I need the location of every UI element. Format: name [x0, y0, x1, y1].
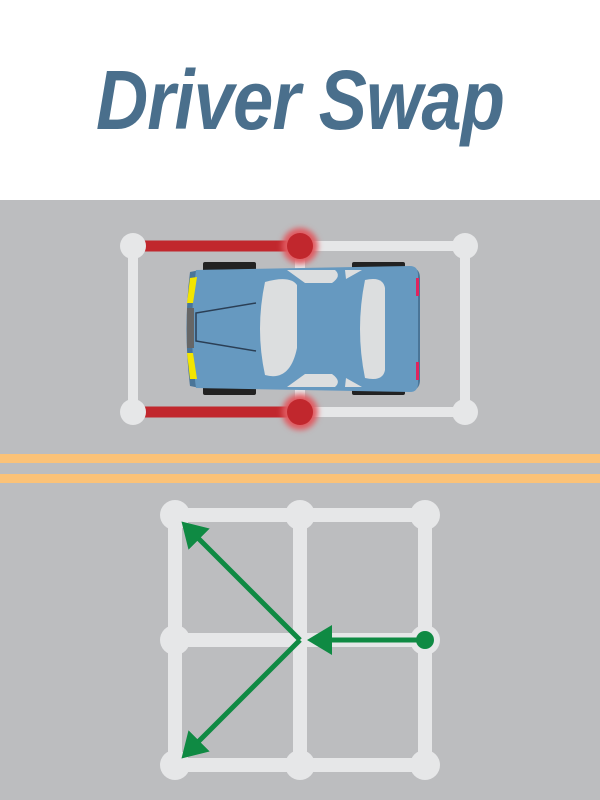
arrow-icon [181, 521, 425, 759]
page-title: Driver Swap [95, 52, 505, 147]
lane-line-bottom [0, 474, 600, 483]
lane-line-top [0, 454, 600, 463]
arrow-start-node [416, 631, 434, 649]
frame-nodes [120, 233, 478, 425]
highlight-node [287, 233, 313, 259]
highlighted-segments [133, 237, 300, 421]
diagram [0, 200, 600, 800]
highlight-node [287, 399, 313, 425]
car-icon [186, 262, 420, 395]
